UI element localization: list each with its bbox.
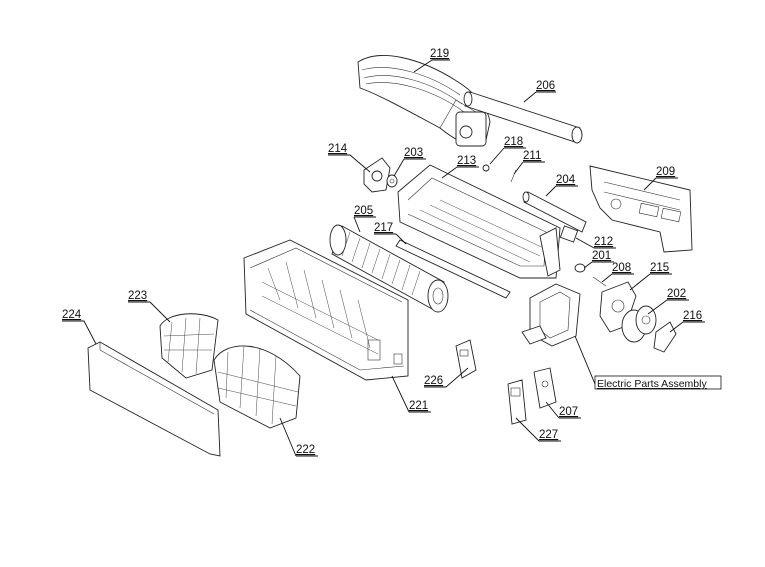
part-label-221: 221 <box>409 400 428 412</box>
part-214-drawing <box>363 157 391 193</box>
part-label-207: 207 <box>559 406 578 418</box>
part-label-212: 212 <box>594 236 613 248</box>
part-label-215: 215 <box>650 262 669 274</box>
part-222-drawing <box>213 345 301 429</box>
leader-lines <box>62 59 705 457</box>
part-217-drawing <box>395 239 511 299</box>
part-label-209: 209 <box>656 166 675 178</box>
part-label-211: 211 <box>523 150 541 162</box>
part-label-218: 218 <box>504 136 523 148</box>
part-224-drawing <box>87 341 221 457</box>
part-208-drawing <box>592 276 607 287</box>
part-205-drawing <box>329 224 449 313</box>
part-label-224: 224 <box>62 309 82 321</box>
part-label-203: 203 <box>404 147 423 159</box>
part-209-drawing <box>589 165 693 253</box>
part-202-drawing <box>621 305 657 343</box>
assembly-label-box <box>594 375 722 390</box>
part-223-drawing <box>159 313 219 379</box>
part-label-227: 227 <box>539 429 558 441</box>
electric-parts-assembly-drawing <box>521 283 581 347</box>
part-label-219: 219 <box>430 48 449 60</box>
part-216-drawing <box>653 321 677 353</box>
part-207-drawing <box>533 367 557 409</box>
part-227-drawing <box>507 379 527 425</box>
part-213-drawing <box>397 164 561 279</box>
part-212-drawing <box>559 225 579 243</box>
part-203-drawing <box>386 174 398 188</box>
part-206-drawing <box>463 91 583 144</box>
part-label-202: 202 <box>667 288 686 300</box>
part-226-drawing <box>455 339 477 379</box>
part-label-201: 201 <box>592 250 611 262</box>
part-label-204: 204 <box>556 174 576 186</box>
part-label-206: 206 <box>536 80 555 92</box>
part-label-216: 216 <box>683 310 702 322</box>
part-label-222: 222 <box>296 444 315 456</box>
part-label-213: 213 <box>457 155 476 167</box>
part-221-drawing <box>243 239 409 381</box>
part-label-223: 223 <box>128 290 147 302</box>
part-label-214: 214 <box>328 143 348 155</box>
part-label-226: 226 <box>424 375 443 387</box>
part-label-208: 208 <box>612 262 631 274</box>
part-label-217: 217 <box>374 222 393 234</box>
assembly-label: Electric Parts Assembly <box>597 378 707 390</box>
part-201-drawing <box>574 263 586 273</box>
part-label-205: 205 <box>354 205 373 217</box>
part-218-drawing <box>482 164 490 172</box>
part-204-drawing <box>522 191 587 233</box>
part-219-drawing <box>357 55 491 147</box>
